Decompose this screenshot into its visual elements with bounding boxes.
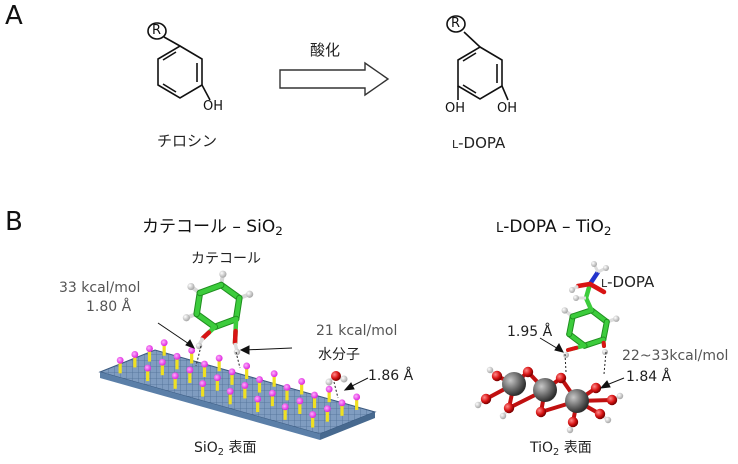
- energy-label-1: 33 kcal/mol: [59, 280, 141, 296]
- ldopa-r-group: R: [451, 16, 461, 31]
- sio2-pointers: [157, 322, 369, 391]
- distance-label-4: 1.84 Å: [626, 369, 672, 385]
- tio2-hbonds: [564, 351, 607, 375]
- ldopa-oh-right: OH: [497, 101, 518, 116]
- silanol-groups: [116, 339, 361, 428]
- water-label: 水分子: [318, 347, 360, 363]
- energy-label-2: 21 kcal/mol: [316, 323, 398, 339]
- ldopa-oh-left: OH: [445, 101, 466, 116]
- sio2-hbonds: [195, 345, 339, 399]
- ldopa-3d-label: L-DOPA: [601, 273, 655, 291]
- sio2-panel-title: カテコール – SiO2: [142, 217, 283, 238]
- sio2-surface-caption: SiO2 表面: [194, 440, 257, 458]
- panel-a-letter: A: [5, 1, 23, 31]
- ldopa-3d-molecule: [561, 261, 620, 358]
- ldopa-structure: [446, 15, 509, 101]
- tio2-pointers: [539, 337, 625, 389]
- tyrosine-structure: [147, 22, 211, 101]
- oxidation-label: 酸化: [310, 41, 341, 59]
- oxidation-arrow: [279, 61, 390, 97]
- water-molecule: [325, 371, 348, 386]
- tyrosine-r-group: R: [152, 23, 162, 38]
- ldopa-caption: L-DOPA: [452, 134, 506, 152]
- tio2-surface-caption: TiO2 表面: [530, 440, 592, 458]
- catechol-label: カテコール: [191, 251, 261, 267]
- tyrosine-caption: チロシン: [157, 132, 218, 150]
- distance-label-2: 1.86 Å: [368, 368, 414, 384]
- tio2-cluster: [474, 366, 624, 434]
- panel-b-letter: B: [5, 207, 23, 237]
- tio2-panel-title: L-DOPA – TiO2: [496, 217, 612, 238]
- tyrosine-oh: OH: [203, 99, 224, 114]
- energy-label-3: 22~33kcal/mol: [622, 348, 729, 364]
- distance-label-3: 1.95 Å: [507, 324, 553, 340]
- distance-label-1: 1.80 Å: [86, 299, 132, 315]
- catechol-molecule: [182, 270, 254, 356]
- sio2-surface-slab: [98, 349, 377, 440]
